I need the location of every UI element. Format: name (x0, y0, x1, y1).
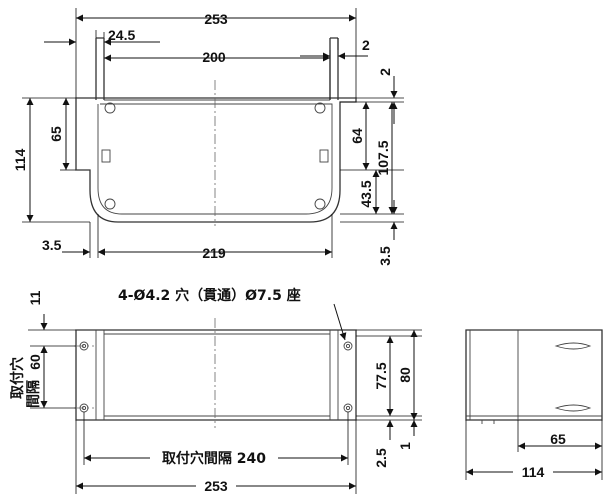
left-label-line1: 取付穴 (9, 357, 26, 399)
dim-right-total: 80 (397, 367, 413, 383)
dim-left-height: 65 (48, 126, 64, 142)
dim-right-upper: 64 (349, 128, 365, 144)
hole-bottom-left (104, 198, 116, 210)
hole-top-right (314, 102, 326, 114)
dim-side-overall-depth: 114 (522, 464, 545, 480)
dim-right-lower: 43.5 (358, 180, 374, 207)
dim-side-inner-depth: 65 (550, 431, 566, 447)
front-view: 4-Ø4.2 穴（貫通）Ø7.5 座 11 60 取付穴 間隔 77.5 80 … (9, 287, 422, 494)
hole-note: 4-Ø4.2 穴（貫通）Ø7.5 座 (118, 287, 301, 304)
dim-top-left: 11 (27, 290, 43, 305)
slot-upper (554, 342, 592, 350)
slot-lower (554, 404, 592, 412)
side-view: 65 114 (465, 329, 603, 480)
dim-left-value: 60 (27, 354, 43, 370)
dim-bottom-left: 3.5 (42, 237, 62, 253)
dim-bottom-right: 3.5 (377, 246, 393, 266)
dim-plate-thickness-top: 2 (377, 68, 393, 76)
dim-right-inner: 77.5 (373, 362, 389, 389)
dim-bottom-small: 1 (397, 442, 413, 450)
dim-inner-width: 219 (202, 245, 226, 261)
dim-total-height: 114 (12, 148, 28, 171)
dim-flange-offset: 24.5 (108, 27, 135, 43)
dim-plate-thickness-side: 2 (362, 37, 370, 53)
left-label-line2: 間隔 (26, 380, 42, 408)
front-hole-br (343, 403, 353, 413)
dim-front-overall-width: 253 (204, 478, 228, 494)
front-hole-tr (343, 341, 353, 351)
hole-bottom-right (314, 198, 326, 210)
hole-top-left (104, 102, 116, 114)
mounting-spacing-label: 取付穴間隔 240 (162, 450, 266, 467)
dim-bottom-gap: 2.5 (373, 448, 389, 468)
top-view: 253 24.5 200 2 2 65 114 64 107.5 43.5 (12, 8, 404, 266)
dim-right-total: 107.5 (375, 140, 391, 175)
dim-hole-spacing: 200 (202, 49, 226, 65)
dim-overall-width: 253 (204, 11, 228, 27)
